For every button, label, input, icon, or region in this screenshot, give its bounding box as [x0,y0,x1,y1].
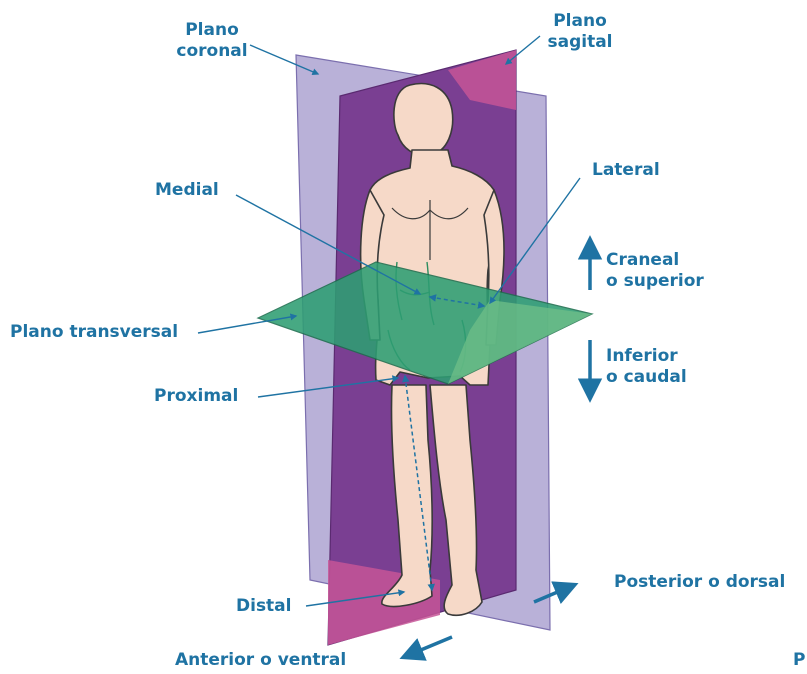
medial-label: Medial [155,180,219,201]
inferior-label-line1: Inferior [606,346,687,367]
anterior-arrow [404,637,452,657]
cut-off-label: P [793,650,805,671]
coronal-plane-label-line2: coronal [172,41,252,62]
sagittal-plane-label-line2: sagital [540,32,620,53]
sagittal-plane-label: Plano sagital [540,11,620,53]
anterior-label: Anterior o ventral [175,650,346,671]
craneal-label-line2: o superior [606,271,704,292]
craneal-label: Craneal o superior [606,250,704,292]
inferior-label-line2: o caudal [606,367,687,388]
posterior-label: Posterior o dorsal [614,572,785,593]
coronal-plane-label-line1: Plano [172,20,252,41]
craneal-label-line1: Craneal [606,250,704,271]
distal-label: Distal [236,596,291,617]
sagittal-plane-label-line1: Plano [540,11,620,32]
transverse-plane-label: Plano transversal [10,322,178,343]
lateral-label: Lateral [592,160,660,181]
proximal-label: Proximal [154,386,238,407]
coronal-plane-label: Plano coronal [172,20,252,62]
inferior-label: Inferior o caudal [606,346,687,388]
